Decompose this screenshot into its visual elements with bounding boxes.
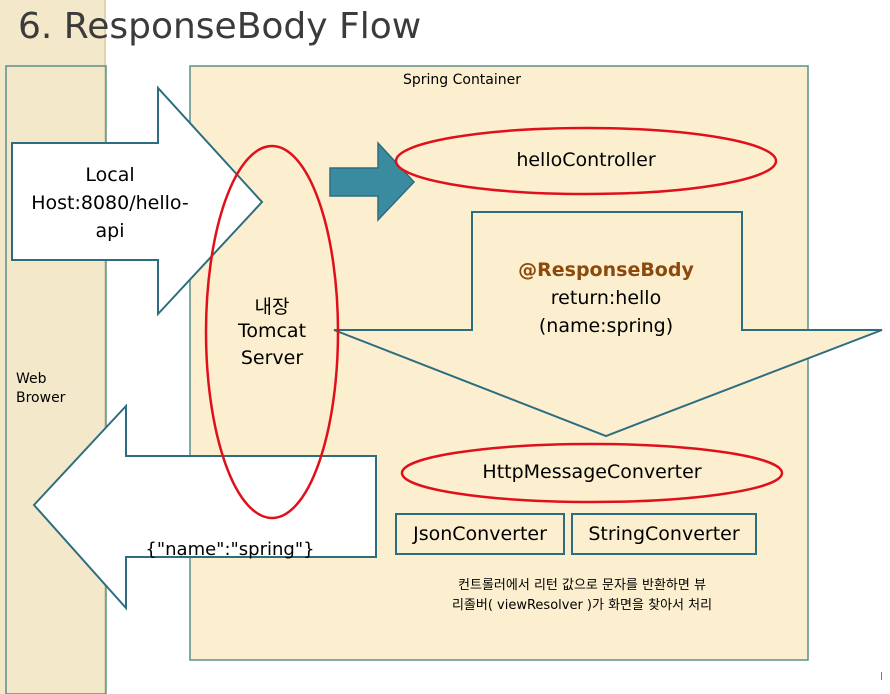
- json-converter-box: [395, 513, 565, 555]
- request-url-line1: Local: [85, 164, 135, 186]
- http-message-converter-label: HttpMessageConverter: [482, 461, 702, 483]
- teal-dispatch-arrow: [329, 141, 416, 222]
- slide-left-stripe: [0, 0, 104, 694]
- http-message-converter-ellipse: [400, 442, 784, 504]
- slide-title: 6. ResponseBody Flow: [18, 6, 422, 47]
- slide-left-stripe-line: [104, 0, 106, 694]
- string-converter-label: StringConverter: [588, 523, 740, 545]
- view-resolver-note-line1: 컨트롤러에서 리턴 값으로 문자를 반환하면 뷰: [458, 578, 706, 593]
- view-resolver-note-line2: 리졸버( viewResolver )가 화면을 찾아서 처리: [451, 598, 713, 613]
- return-hello-label: return:hello: [550, 287, 662, 309]
- request-url-line3: api: [95, 220, 125, 242]
- response-json-label: {"name":"spring"}: [145, 539, 315, 560]
- hello-controller-ellipse: [394, 126, 778, 196]
- spring-container-label: Spring Container: [402, 72, 522, 88]
- response-body-annotation: @ResponseBody: [518, 259, 694, 281]
- request-url-line2: Host:8080/hello-: [31, 192, 189, 214]
- json-converter-label: JsonConverter: [413, 523, 547, 545]
- response-arrow: [32, 403, 377, 611]
- hello-controller-label: helloController: [516, 149, 656, 171]
- tomcat-label-line1: 내장: [254, 296, 290, 318]
- web-browser-label-line1: Web: [16, 371, 47, 387]
- tomcat-label-line3: Server: [240, 347, 304, 369]
- web-browser-box: [5, 65, 107, 694]
- return-name-label: (name:spring): [538, 315, 674, 337]
- tomcat-label-line2: Tomcat: [237, 320, 307, 342]
- string-converter-box: [571, 513, 757, 555]
- tomcat-ellipse: [204, 144, 340, 520]
- web-browser-label-line2: Brower: [16, 390, 66, 406]
- corner-mark: l: [880, 670, 884, 683]
- return-down-arrow: [333, 211, 883, 438]
